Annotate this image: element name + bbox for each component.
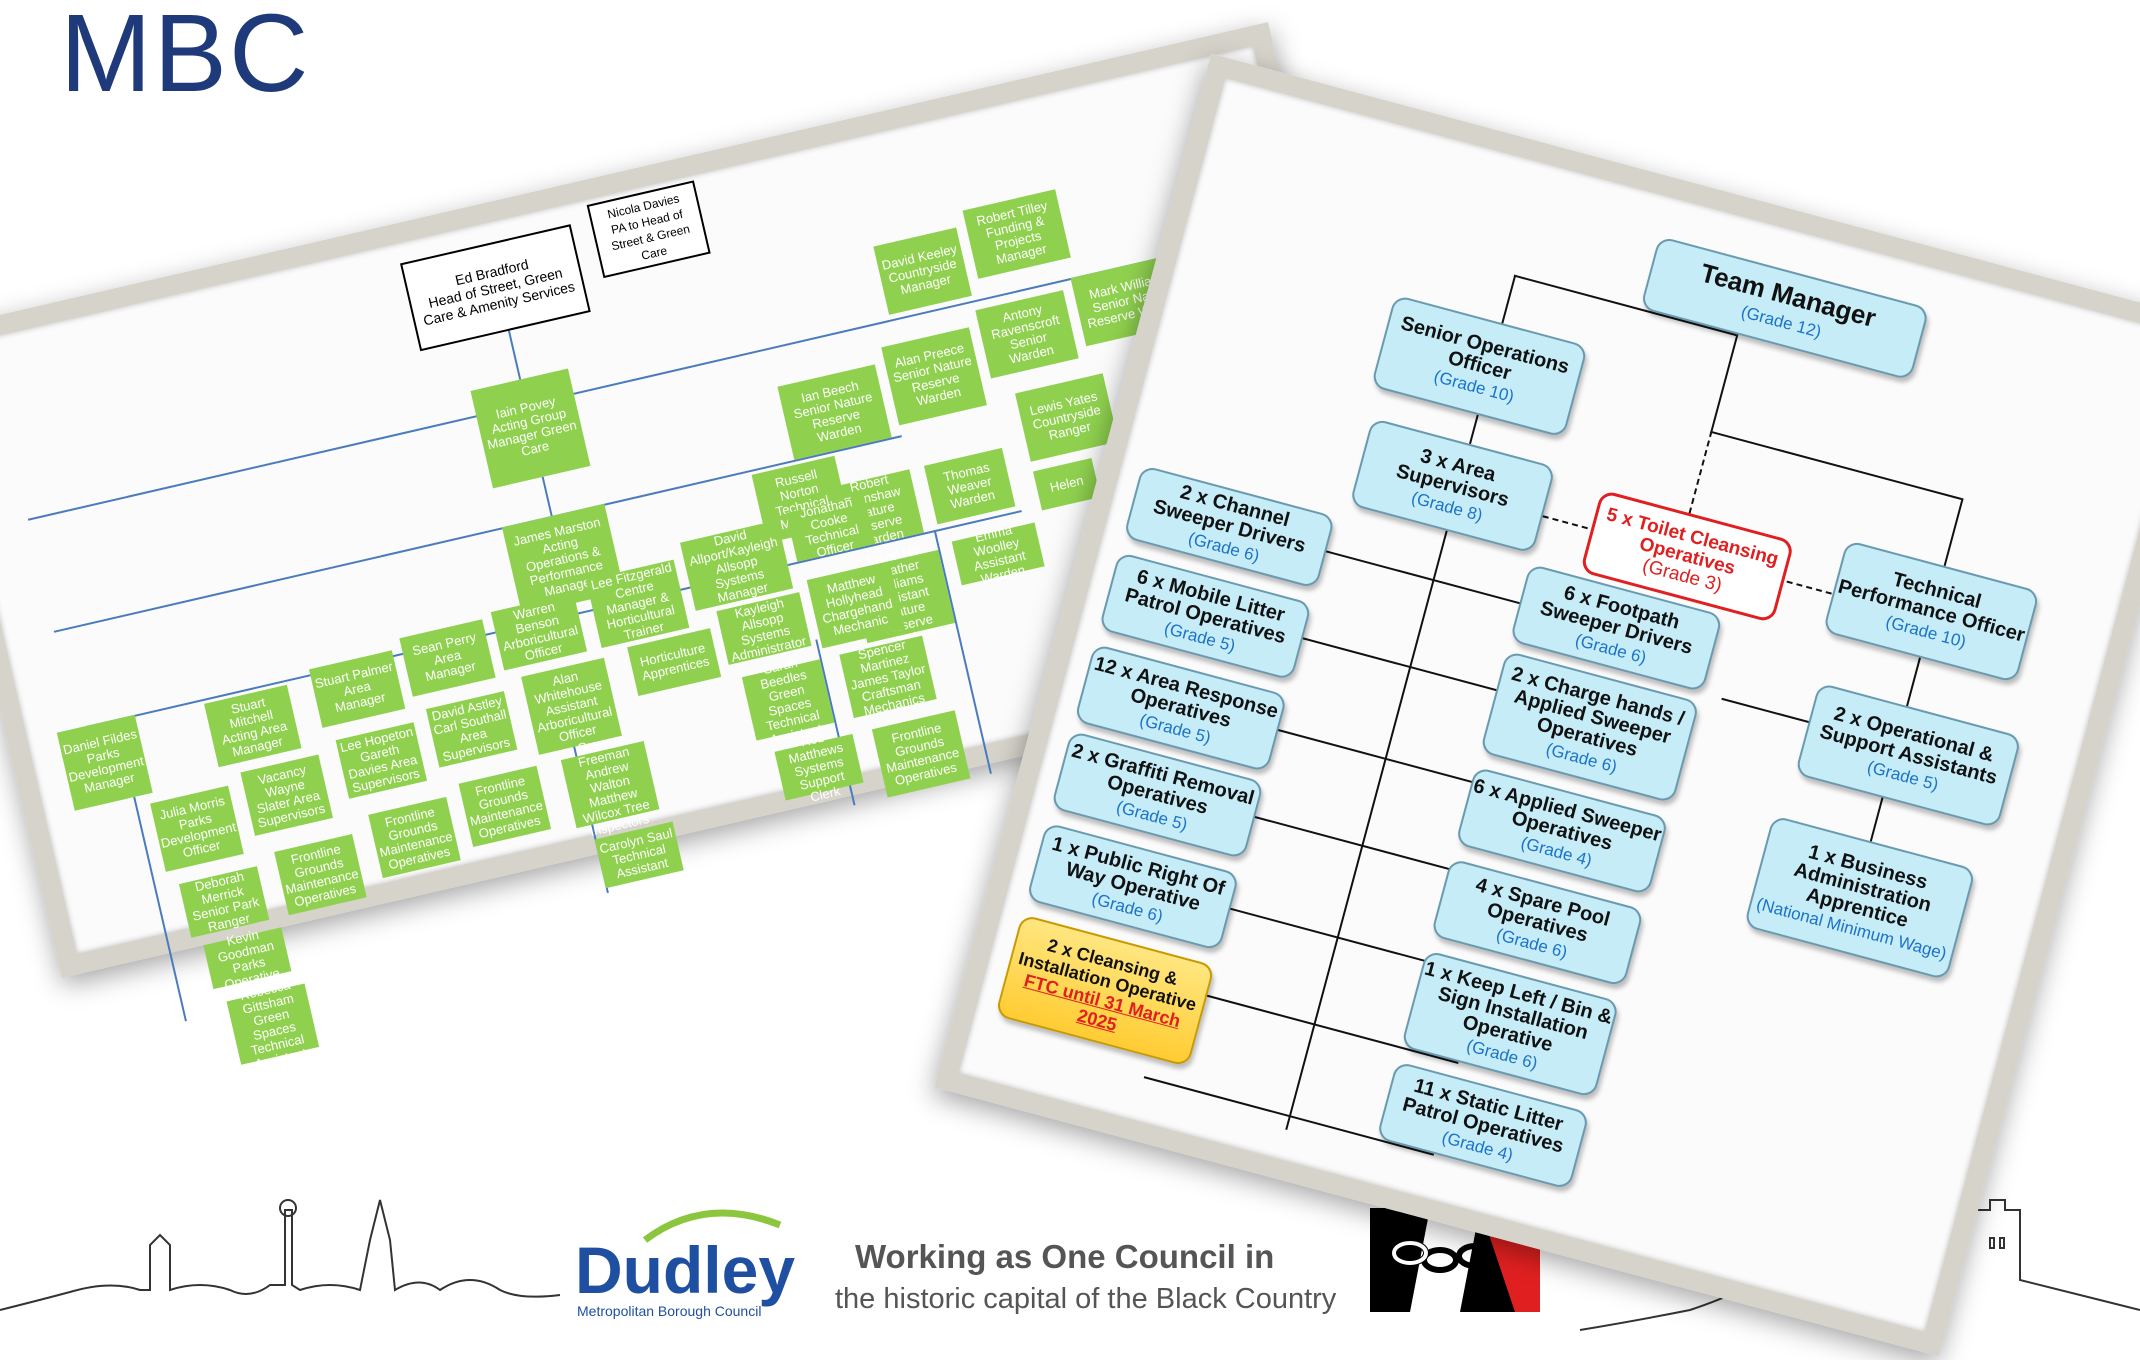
org-box: Ian Beech Senior Nature Reserve Warden <box>777 364 892 460</box>
connector-line <box>1710 334 1739 432</box>
motto-line-1: Working as One Council in <box>855 1238 1275 1275</box>
page-title: MBC <box>60 0 311 115</box>
org-box: Emma Woolley Assistant Warden <box>951 521 1045 586</box>
org-box: Sean Perry Area Manager <box>399 619 496 697</box>
org-box: Sarah Beedles Green Spaces Technical Ass… <box>741 654 835 747</box>
org-box: Robert Tilley Funding & Projects Manager <box>962 189 1071 279</box>
dudley-logo-swoosh <box>642 1209 782 1243</box>
org-box: Gregory Freeman Andrew Walton Matthew Wi… <box>560 731 660 839</box>
connector-line <box>541 476 553 517</box>
connector-line <box>1710 430 1962 500</box>
team-manager-box: Team Manager(Grade 12) <box>1639 235 1930 381</box>
org-box: Spencer Martinez James Taylor Craftsman … <box>839 635 937 719</box>
org-box: Thomas Weaver Warden <box>923 447 1016 525</box>
dudley-logo-subtitle: Metropolitan Borough Council <box>577 1303 762 1319</box>
connector-line <box>1943 498 1964 567</box>
pa-box: Nicola Davies PA to Head of Street & Gre… <box>586 180 711 279</box>
black-country-flag <box>1370 1208 1540 1312</box>
org-box: Alan Preece Senior Nature Reserve Warden <box>881 327 987 426</box>
org-box: Iain Povey Acting Group Manager Green Ca… <box>470 368 591 489</box>
connector-line <box>507 330 522 380</box>
org-box: Rebecca Gittsham Green Spaces Technical … <box>226 976 320 1071</box>
org-box: Julia Morris Parks Development Officer <box>150 785 244 872</box>
technical-performance-box: Technical Performance Officer(Grade 10) <box>1822 539 2041 684</box>
connector-line <box>1500 274 1517 329</box>
org-box: Rob Matthews Systems Support Clerk <box>774 729 864 805</box>
org-box: Antony Ravenscroft Senior Warden <box>975 290 1079 379</box>
org-box: Warren Benson Arboricultural Officer <box>490 592 588 671</box>
org-box: Frontline Grounds Maintenance Operatives <box>274 833 367 916</box>
dudley-logo-word: Dudley <box>575 1233 796 1307</box>
org-box: Stuart Palmer Area Manager <box>308 650 406 728</box>
connector-line <box>1469 414 1479 445</box>
area-supervisors-box: 3 x Area Supervisors(Grade 8) <box>1349 417 1556 554</box>
org-box: Daniel Fildes Parks Development Manager <box>56 714 153 811</box>
org-box: Frontline Grounds Maintenance Operatives <box>871 710 971 798</box>
senior-ops-box: Senior Operations Officer(Grade 10) <box>1370 294 1589 438</box>
apprentice-box: 1 x Business Administration Apprentice(N… <box>1743 815 1977 981</box>
head-box: Ed Bradford Head of Street, Green Care &… <box>400 224 591 352</box>
motto-line-2: the historic capital of the Black Countr… <box>835 1283 1337 1315</box>
org-box: Frontline Grounds Maintenance Operatives <box>368 796 461 879</box>
org-box: Lee Hopeton Gareth Davies Area Superviso… <box>335 722 428 799</box>
org-box: Lewis Yates Countryside Ranger <box>1015 373 1119 462</box>
org-box: Frontline Grounds Maintenance Operatives <box>458 765 552 848</box>
org-box: Vacancy Wayne Slater Area Supervisors <box>240 754 333 836</box>
org-box: David Keeley Countryside Manager <box>873 227 972 315</box>
org-box: Jonathan Cooke Technical Officer <box>786 494 876 562</box>
org-box: David Astley Carl Southall Area Supervis… <box>425 691 518 768</box>
